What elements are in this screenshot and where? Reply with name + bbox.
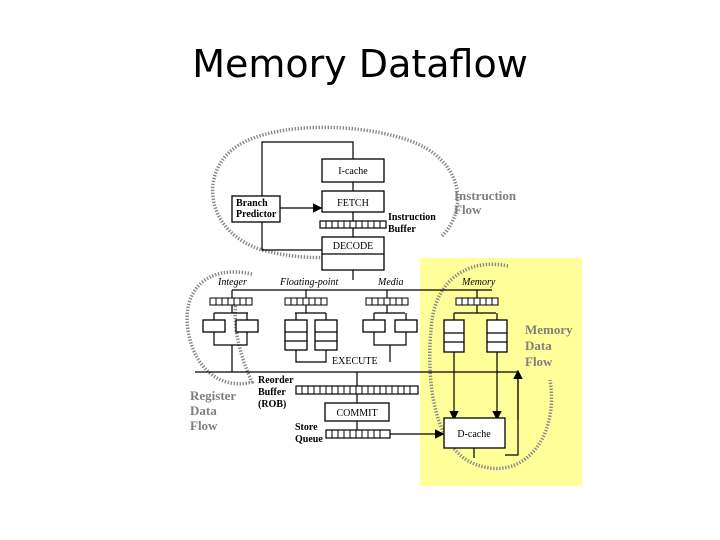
branch-predictor-box [231, 195, 281, 223]
integer-unit-label: Integer [217, 277, 247, 288]
register-flow-swirl [185, 270, 255, 386]
memory-flow-label-3: Flow [525, 354, 553, 369]
memory-reservation-station [455, 297, 499, 306]
instruction-buffer-label-1: Instruction [388, 212, 436, 223]
memory-flow-label-2: Data [525, 338, 552, 353]
reorder-buffer-cells [301, 386, 411, 394]
fetch-label: FETCH [337, 198, 369, 209]
register-flow-label-2: Data [190, 403, 217, 418]
dcache-box [443, 417, 506, 449]
register-flow-label-3: Flow [190, 418, 218, 433]
memory-flow-label-1: Memory [525, 322, 573, 337]
reorder-buffer-label-3: (ROB) [258, 399, 286, 410]
branch-predictor-label-2: Predictor [236, 209, 277, 220]
media-unit-label: Media [377, 277, 404, 288]
memory-unit-label: Memory [461, 277, 496, 288]
mem-addr-unit-2 [486, 319, 508, 353]
store-queue-label-2: Queue [295, 434, 323, 445]
store-queue-label-1: Store [295, 422, 318, 433]
reorder-buffer-label-1: Reorder [258, 375, 294, 386]
instruction-buffer-cells [325, 221, 381, 228]
instruction-buffer [319, 220, 387, 229]
commit-label: COMMIT [336, 408, 377, 419]
media-unit-2 [394, 319, 418, 333]
int-alu-1 [202, 319, 226, 333]
instruction-flow-label-2: Flow [454, 202, 482, 217]
reorder-buffer-label-2: Buffer [258, 387, 286, 398]
store-queue-cells [331, 430, 381, 438]
dcache-label: D-cache [457, 429, 491, 440]
icache-label: I-cache [338, 166, 368, 177]
fp-unit-2 [314, 319, 338, 351]
int-alu-2 [235, 319, 259, 333]
floating-point-unit-label: Floating-point [279, 277, 339, 288]
instruction-flow-label-1: Instruction [454, 188, 517, 203]
decode-label: DECODE [333, 241, 374, 252]
integer-reservation-station [209, 297, 253, 306]
mem-addr-unit-1 [443, 319, 465, 353]
register-flow-label-1: Register [190, 388, 236, 403]
fp-unit-1 [284, 319, 308, 351]
media-unit-1 [362, 319, 386, 333]
media-reservation-station [365, 297, 409, 306]
slide-title: Memory Dataflow [192, 42, 528, 86]
fp-reservation-station [284, 297, 328, 306]
instruction-buffer-label-2: Buffer [388, 224, 416, 235]
execute-label: EXECUTE [332, 356, 378, 367]
branch-predictor-label-1: Branch [236, 198, 268, 209]
